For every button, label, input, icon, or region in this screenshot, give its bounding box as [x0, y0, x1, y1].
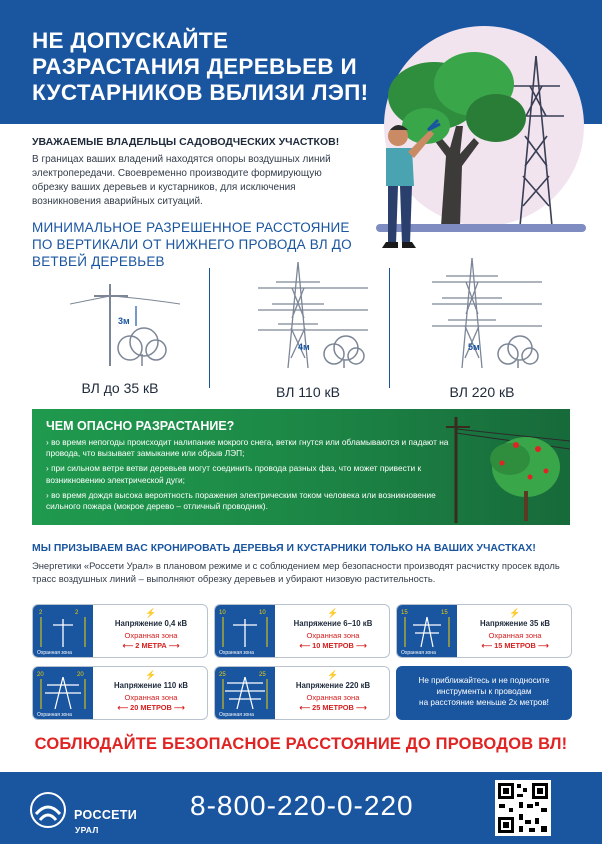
pole-35kv-illustration	[70, 284, 180, 366]
zone-caption: Охранная зона	[124, 693, 178, 702]
zone-img-caption: Охранная зона	[219, 712, 254, 718]
page-title: НЕ ДОПУСКАЙТЕ РАЗРАСТАНИЯ ДЕРЕВЬЕВ И КУС…	[32, 28, 369, 105]
safety-note: Не приближайтесь и не подносите инструме…	[396, 666, 572, 720]
safety-note-line: на расстояние меньше 2х метров!	[419, 698, 549, 707]
danger-item: › во время непогоды происходит налипание…	[46, 437, 449, 459]
zone-illustration: 20 20 Охранная зона	[33, 667, 93, 719]
zone-illustration: 15 15 Охранная зона	[397, 605, 457, 657]
company-logo: РОССЕТИ УРАЛ	[28, 786, 168, 835]
lightning-icon: ⚡	[145, 608, 157, 618]
lightning-icon: ⚡	[509, 608, 521, 618]
zone-distance: ⟵ 25 МЕТРОВ ⟶	[299, 703, 367, 712]
qr-code-icon[interactable]	[495, 780, 551, 836]
brand-name: РОССЕТИ	[74, 808, 138, 822]
zone-meters-left: 15	[401, 610, 408, 616]
zone-card-110kv: 20 20 Охранная зона ⚡ Напряжение 110 кВ …	[32, 666, 208, 720]
call-text: Энергетики «Россети Урал» в плановом реж…	[32, 560, 560, 584]
tree-near-wires-illustration	[446, 417, 570, 523]
zone-illustration: 25 25 Охранная зона	[215, 667, 275, 719]
danger-item: › при сильном ветре ветви деревьев могут…	[46, 463, 422, 485]
height-label-35kv: 3м	[118, 316, 130, 326]
vl-label-220kv: ВЛ 220 кВ	[449, 384, 515, 400]
safety-note-line: Не приближайтесь и не подносите	[418, 676, 550, 685]
tower-220kv-illustration	[432, 257, 542, 369]
rosseti-logo-icon	[30, 792, 66, 828]
zone-meters-left: 2	[39, 610, 43, 616]
zone-caption: Охранная зона	[306, 693, 360, 702]
min-distance-title: МИНИМАЛЬНОЕ РАЗРЕШЕННОЕ РАССТОЯНИЕ ПО ВЕ…	[32, 220, 352, 269]
zone-distance: ⟵ 15 МЕТРОВ ⟶	[481, 641, 549, 650]
zone-img-caption: Охранная зона	[219, 650, 254, 656]
zone-meters-left: 10	[219, 610, 226, 616]
zone-caption: Охранная зона	[488, 631, 542, 640]
hero-illustration	[376, 26, 586, 248]
zone-meters-right: 20	[77, 672, 84, 678]
intro-text: В границах ваших владений находятся опор…	[32, 154, 331, 207]
safety-note-line: инструменты к проводам	[436, 687, 532, 696]
lightning-icon: ⚡	[327, 670, 339, 680]
zone-card-35kv: 15 15 Охранная зона ⚡ Напряжение 35 кВ О…	[396, 604, 572, 658]
zone-meters-right: 2	[75, 610, 79, 616]
zone-img-caption: Охранная зона	[401, 650, 436, 656]
zone-card-04kv: 2 2 Охранная зона ⚡ Напряжение 0,4 кВ Ох…	[32, 604, 208, 658]
zone-illustration: 10 10 Охранная зона	[215, 605, 275, 657]
danger-item: › во время дождя высока вероятность пора…	[46, 489, 436, 512]
zone-voltage: Напряжение 6–10 кВ	[293, 619, 373, 628]
zone-meters-right: 10	[259, 610, 266, 616]
zone-distance: ⟵ 20 МЕТРОВ ⟶	[117, 703, 185, 712]
zone-meters-right: 15	[441, 610, 448, 616]
zone-voltage: Напряжение 0,4 кВ	[114, 619, 188, 628]
zone-caption: Охранная зона	[124, 631, 178, 640]
lightning-icon: ⚡	[145, 670, 157, 680]
tower-110kv-illustration	[258, 261, 368, 369]
zone-distance: ⟵ 2 МЕТРА ⟶	[122, 641, 180, 650]
zone-img-caption: Охранная зона	[37, 712, 72, 718]
zone-illustration: 2 2 Охранная зона	[33, 605, 93, 657]
zone-voltage: Напряжение 220 кВ	[295, 681, 371, 690]
height-label-220kv: 5м	[468, 342, 480, 352]
zone-voltage: Напряжение 110 кВ	[114, 681, 188, 690]
vl-label-35kv: ВЛ до 35 кВ	[81, 380, 159, 396]
footer: РОССЕТИ УРАЛ 8-800-220-0-220	[0, 772, 602, 844]
zone-meters-left: 20	[37, 672, 44, 678]
zone-meters-left: 25	[219, 672, 226, 678]
height-label-110kv: 4м	[298, 342, 310, 352]
zone-img-caption: Охранная зона	[37, 650, 72, 656]
call-title: МЫ ПРИЗЫВАЕМ ВАС КРОНИРОВАТЬ ДЕРЕВЬЯ И К…	[32, 543, 536, 554]
intro-title: УВАЖАЕМЫЕ ВЛАДЕЛЬЦЫ САДОВОДЧЕСКИХ УЧАСТК…	[32, 136, 340, 148]
danger-panel: ЧЕМ ОПАСНО РАЗРАСТАНИЕ? › во время непог…	[32, 409, 570, 525]
brand-sub: УРАЛ	[75, 825, 99, 835]
zone-distance: ⟵ 10 МЕТРОВ ⟶	[299, 641, 367, 650]
lightning-icon: ⚡	[327, 608, 339, 618]
zone-voltage: Напряжение 35 кВ	[479, 619, 551, 628]
zone-card-6-10kv: 10 10 Охранная зона ⚡ Напряжение 6–10 кВ…	[214, 604, 390, 658]
zone-card-220kv: 25 25 Охранная зона ⚡ Напряжение 220 кВ …	[214, 666, 390, 720]
safety-warning: СОБЛЮДАЙТЕ БЕЗОПАСНОЕ РАССТОЯНИЕ ДО ПРОВ…	[34, 735, 568, 753]
divider	[389, 268, 390, 388]
divider	[209, 268, 210, 388]
zone-caption: Охранная зона	[306, 631, 360, 640]
vl-label-110kv: ВЛ 110 кВ	[276, 384, 340, 400]
danger-list: › во время непогоды происходит налипание…	[46, 437, 456, 516]
zone-meters-right: 25	[259, 672, 266, 678]
hotline-phone[interactable]: 8-800-220-0-220	[190, 790, 414, 821]
danger-title: ЧЕМ ОПАСНО РАЗРАСТАНИЕ?	[46, 419, 235, 433]
